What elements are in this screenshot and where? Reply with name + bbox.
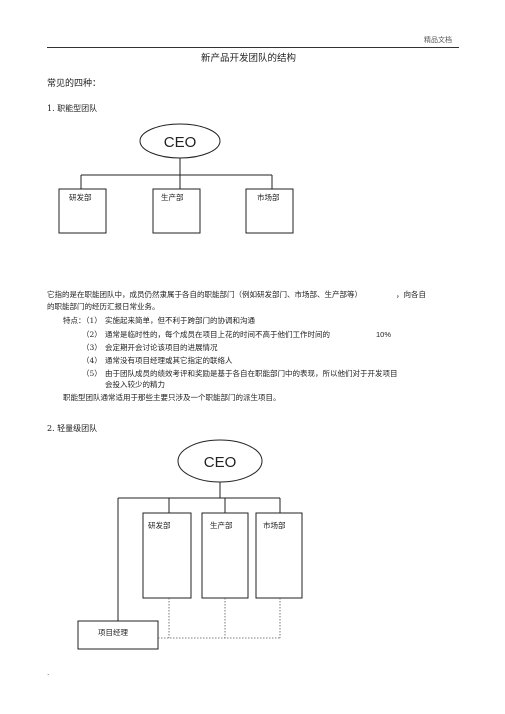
feature-num-2: （2） bbox=[82, 330, 102, 339]
dept-label-production: 生产部 bbox=[161, 192, 184, 202]
feature-num-5: （5） bbox=[82, 369, 102, 378]
feature-num-3: （3） bbox=[82, 343, 102, 352]
section2-heading: 2. 轻量级团队 bbox=[47, 424, 98, 433]
dept2-label-marketing: 市场部 bbox=[263, 520, 286, 530]
features-label: 特点： bbox=[63, 316, 86, 325]
feature-num-4: （4） bbox=[82, 356, 102, 365]
summary-text: 职能型团队通常适用于那些主要只涉及一个职能部门的派生项目。 bbox=[63, 393, 281, 402]
manager-label: 项目经理 bbox=[98, 627, 128, 637]
dept-box-production bbox=[152, 188, 201, 234]
project-manager-box bbox=[77, 620, 159, 650]
dept-label-marketing: 市场部 bbox=[257, 192, 280, 202]
document-title: 新产品开发团队的结构 bbox=[201, 53, 297, 64]
feature-text-2-tail: 10% bbox=[376, 330, 392, 339]
ceo-label-2: CEO bbox=[204, 454, 237, 471]
dept-box-rd bbox=[58, 188, 107, 234]
header-rule bbox=[47, 47, 459, 48]
feature-text-3: 会定期开会讨论该项目的进展情况 bbox=[105, 343, 218, 352]
dept2-label-rd: 研发部 bbox=[148, 520, 171, 530]
paragraph-line-1: 它指的是在职能团队中，成员仍然隶属于各自的职能部门（例如研发部门、市场部、生产部… bbox=[47, 290, 362, 299]
ceo-label: CEO bbox=[164, 134, 197, 151]
dept-box-marketing bbox=[245, 188, 294, 234]
feature-text-5-cont: 会投入较少的精力 bbox=[105, 380, 165, 389]
dept2-label-production: 生产部 bbox=[210, 520, 233, 530]
dept2-box-rd bbox=[142, 512, 192, 599]
feature-text-2: 通常是临时性的，每个成员在项目上花的时间不高于他们工作时间的 bbox=[105, 330, 330, 339]
dept2-box-marketing bbox=[255, 512, 303, 599]
intro-text: 常见的四种： bbox=[47, 79, 102, 89]
paragraph-line-1-tail: ，向各自 bbox=[396, 290, 426, 299]
page-header-label: 精品文档 bbox=[424, 36, 452, 44]
feature-text-4: 通常没有项目经理或其它指定的联络人 bbox=[105, 356, 233, 365]
feature-text-1: 实施起来简单，但不利于跨部门的协调和沟通 bbox=[105, 316, 255, 325]
paragraph-line-2: 的职能部门的经历汇报日常业务。 bbox=[47, 302, 160, 311]
dept-label-rd: 研发部 bbox=[69, 192, 92, 202]
footer-mark: . bbox=[47, 668, 50, 677]
feature-num-1: （1） bbox=[82, 316, 102, 325]
feature-text-5: 由于团队成员的绩效考评和奖励是基于各自在职能部门中的表现，所以他们对于开发项目 bbox=[105, 369, 398, 378]
section1-heading: 1. 职能型团队 bbox=[47, 104, 98, 113]
